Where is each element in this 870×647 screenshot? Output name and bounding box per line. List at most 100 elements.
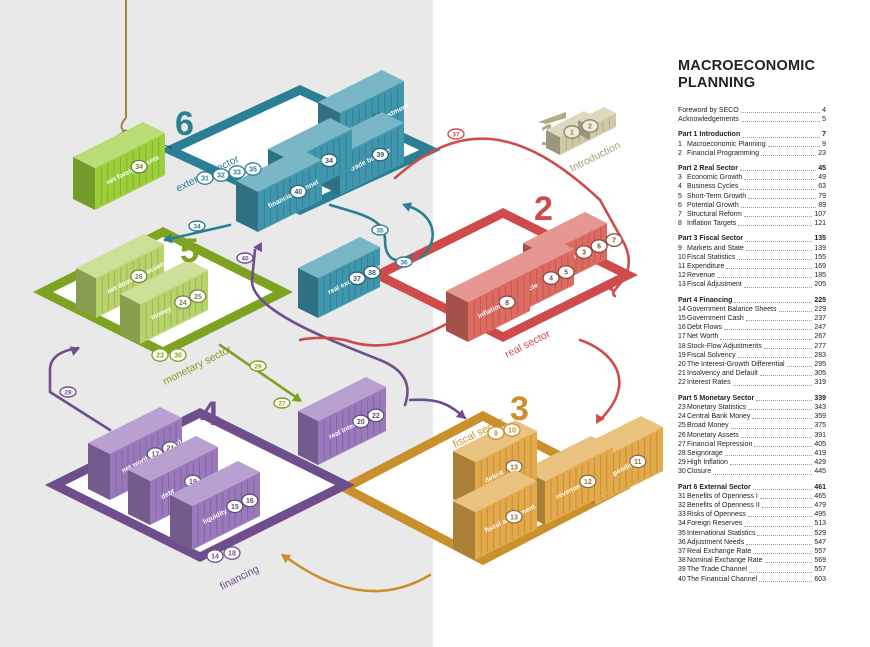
container-chapter-badge: 11 xyxy=(629,454,647,469)
toc-chapter-number: 16 xyxy=(678,324,686,332)
toc-leader-dots xyxy=(740,182,817,190)
chapter-badge-number: 16 xyxy=(246,498,254,505)
container-top xyxy=(298,237,380,278)
chapter-badge-circle xyxy=(579,474,597,489)
flow-36 xyxy=(403,203,434,260)
toc-leader-dots xyxy=(759,492,813,499)
toc-page-number: 267 xyxy=(814,333,826,341)
container-top xyxy=(523,436,613,481)
toc-chapter-number: 34 xyxy=(678,520,686,528)
toc-chapter-number: 20 xyxy=(678,361,686,369)
toc-page-number: 375 xyxy=(814,422,826,430)
toc-leader-dots xyxy=(713,467,813,475)
chapter-badge-number: 34 xyxy=(325,158,333,165)
toc-entry-label: Benefits of Openness I xyxy=(687,492,758,500)
toc-title-line2: PLANNING xyxy=(678,75,756,91)
flow-real-fiscal-line xyxy=(578,338,621,422)
toc-leader-dots xyxy=(761,501,813,509)
container-chapter-badge: 34 xyxy=(130,159,148,174)
flow-34-line xyxy=(163,223,232,242)
toc-chapter-number: 31 xyxy=(678,492,686,500)
flow-financing-fiscal xyxy=(408,398,467,420)
toc-chapter-number: 5 xyxy=(678,192,682,200)
flow-37 xyxy=(393,137,631,298)
chapter-badge-circle xyxy=(226,499,244,514)
flow-tag: 36 xyxy=(395,256,413,268)
chapter-badge-number: 35 xyxy=(249,167,257,174)
toc-leader-dots xyxy=(756,394,813,401)
toc-leader-dots xyxy=(752,483,813,490)
chapter-badge-number: 9 xyxy=(494,431,498,438)
flow-arrowhead xyxy=(163,233,173,244)
container-chapter-badge: 37 xyxy=(348,271,366,286)
flow-37-line xyxy=(393,137,631,298)
flow-arrowhead xyxy=(69,346,80,356)
container-chapter-badge: 15 xyxy=(226,499,244,514)
container-top xyxy=(120,260,208,304)
toc-entry-label: Economic Growth xyxy=(687,174,743,182)
container-chapter-badge: 7 xyxy=(605,233,623,247)
toc-chapter-number: 18 xyxy=(678,342,686,350)
toc-entry-label: Interest Rates xyxy=(687,379,731,387)
chapter-badge-circle xyxy=(189,289,207,304)
financing-label: financing xyxy=(218,563,261,593)
chapter-badge-circle xyxy=(371,147,389,162)
container-side xyxy=(120,294,140,344)
container-front xyxy=(545,447,613,525)
intro-badge: 2 xyxy=(581,119,599,133)
container-front xyxy=(95,133,165,210)
toc-entry-label: The Interest-Growth Differential xyxy=(687,361,785,369)
chapter-badge-circle xyxy=(503,423,521,437)
toc-page-number: 4 xyxy=(822,107,826,114)
flow-tag: 40 xyxy=(236,252,254,264)
toc-leader-dots xyxy=(786,360,813,368)
toc-leader-dots xyxy=(737,351,813,359)
toc-entry-label: Net Worth xyxy=(687,333,719,341)
toc-entry-label: Part 5 Monetary Sector xyxy=(678,394,755,402)
toc-chapter-number: 36 xyxy=(678,538,686,546)
chapter-badge-number: 31 xyxy=(201,176,209,183)
flow-tag-ellipse xyxy=(395,256,413,268)
toc-page-number: 405 xyxy=(814,440,826,448)
toc-chapter-number: 8 xyxy=(678,220,682,228)
toc-page-number: 79 xyxy=(818,192,826,200)
chapter-badge-number: 25 xyxy=(194,294,202,301)
toc-entry-label: Revenue xyxy=(687,272,716,280)
chapter-badge-circle xyxy=(174,295,192,310)
financial-channel-container: financial channel xyxy=(236,149,322,232)
chapter-badge-circle xyxy=(629,454,647,469)
flow-tag: 37 xyxy=(447,128,465,140)
toc-chapter-number: 14 xyxy=(678,305,686,313)
container-top xyxy=(268,118,352,160)
toc-chapter-number: 33 xyxy=(678,511,686,519)
toc-page-number: 277 xyxy=(814,342,826,350)
toc-entry-label: Acknowledgements xyxy=(678,116,739,124)
toc-leader-dots xyxy=(740,431,813,438)
chapter-badge-circle xyxy=(590,239,608,253)
flow-tag: 29 xyxy=(249,360,267,372)
flow-tag: 28 xyxy=(59,386,77,398)
toc-chapter-number: 4 xyxy=(678,183,682,191)
container-chapter-badge: 22 xyxy=(367,408,385,423)
toc-leader-dots xyxy=(752,412,813,420)
container-top xyxy=(128,436,218,481)
liquidity-container: liquidity xyxy=(170,461,260,550)
toc-leader-dots xyxy=(748,192,817,199)
chapter-badge-number: 18 xyxy=(228,551,236,558)
toc-chapter-number: 10 xyxy=(678,253,686,261)
toc-entry-label: Government Balance Sheets xyxy=(687,305,777,313)
money-container: money xyxy=(120,260,208,344)
chapter-badge-number: 6 xyxy=(597,244,601,251)
container-chapter-badge: 13 xyxy=(505,459,523,474)
chapter-badge-number: 12 xyxy=(584,479,592,486)
